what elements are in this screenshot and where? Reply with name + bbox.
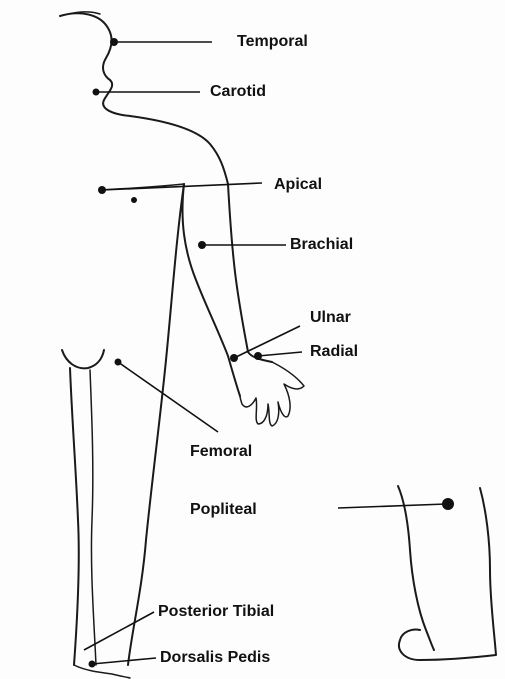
label-carotid: Carotid <box>210 83 266 100</box>
leader-dorsalis-pedis <box>92 658 156 664</box>
label-temporal: Temporal <box>237 33 308 50</box>
leader-femoral <box>118 362 218 432</box>
dot-femoral <box>115 359 122 366</box>
label-apical: Apical <box>274 176 322 193</box>
torso-line <box>128 184 184 665</box>
lower-leg-front <box>399 488 496 660</box>
label-dorsalis-pedis: Dorsalis Pedis <box>160 649 270 666</box>
leader-popliteal <box>338 504 446 508</box>
dot-ulnar <box>230 354 238 362</box>
label-femoral: Femoral <box>190 443 252 460</box>
leader-radial <box>258 352 302 356</box>
label-radial: Radial <box>310 343 358 360</box>
foot-bottom <box>74 665 130 678</box>
head-profile <box>60 13 228 184</box>
dot-radial <box>254 352 262 360</box>
label-posterior-tibial: Posterior Tibial <box>158 603 274 620</box>
dot-temporal <box>110 38 118 46</box>
arm-outer-edge <box>228 184 272 362</box>
arm-inner-edge <box>183 184 241 396</box>
leg-outer <box>70 368 79 665</box>
dot-dorsalis-pedis <box>89 661 96 668</box>
leg-inner <box>90 370 96 665</box>
hip-curve <box>62 350 104 368</box>
dot-brachial <box>198 241 206 249</box>
dot-apical-secondary <box>131 197 137 203</box>
label-brachial: Brachial <box>290 236 353 253</box>
hand <box>240 362 304 426</box>
dot-apical <box>98 186 106 194</box>
lower-leg-back <box>398 486 434 650</box>
dot-carotid <box>93 89 100 96</box>
dot-popliteal <box>442 498 454 510</box>
label-ulnar: Ulnar <box>310 309 351 326</box>
label-popliteal: Popliteal <box>190 501 257 518</box>
